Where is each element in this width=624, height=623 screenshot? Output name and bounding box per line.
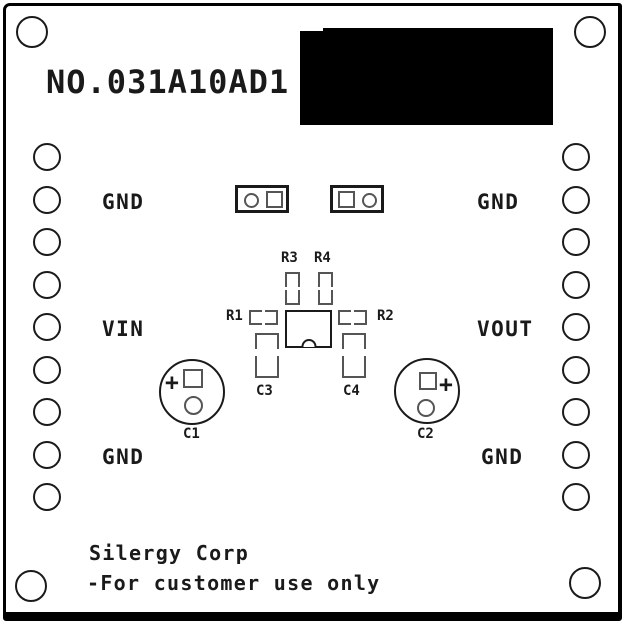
terminal-hole (562, 270, 590, 299)
jumper-round-pad (244, 193, 259, 208)
jumper-footprint-right (330, 185, 384, 213)
c1-outline: + (159, 359, 225, 425)
terminal-hole (562, 143, 590, 171)
footer-line-1: Silergy Corp (89, 541, 250, 565)
terminal-hole (562, 440, 590, 469)
footer-line-2: -For customer use only (87, 571, 381, 595)
r1-pad-left (249, 310, 262, 325)
r2-refdes: R2 (377, 308, 394, 324)
mounting-hole-top-left (16, 16, 48, 48)
c1-round-pad (184, 396, 203, 415)
black-block-notch (300, 28, 323, 31)
terminal-hole-column-right (562, 143, 590, 511)
gnd-label-left-bottom: GND (102, 445, 145, 469)
r4-refdes: R4 (314, 250, 331, 266)
board-number: NO.031A10AD1 (46, 63, 290, 101)
r4-pad-bottom (318, 290, 333, 305)
terminal-hole (33, 270, 61, 299)
c3-pad-top (255, 333, 279, 349)
terminal-hole (562, 313, 590, 341)
terminal-hole-column-left (33, 143, 61, 511)
terminal-hole (33, 143, 61, 171)
c1-refdes: C1 (183, 426, 200, 442)
r3-pad-bottom (285, 290, 300, 305)
terminal-hole (562, 228, 590, 256)
r3-pad-top (285, 272, 300, 287)
r1-refdes: R1 (226, 308, 243, 324)
terminal-hole (33, 483, 61, 511)
mounting-hole-top-right (574, 16, 606, 48)
black-component-block (300, 28, 553, 125)
c4-pad-top (342, 333, 366, 349)
jumper-round-pad (362, 193, 377, 208)
terminal-hole (33, 185, 61, 214)
r3-refdes: R3 (281, 250, 298, 266)
terminal-hole (33, 398, 61, 426)
ic-pin1-notch (301, 339, 316, 347)
gnd-label-right-bottom: GND (481, 445, 524, 469)
ic-outline (285, 310, 332, 348)
terminal-hole (33, 313, 61, 341)
terminal-hole (562, 355, 590, 384)
jumper-square-pad (266, 191, 283, 208)
c1-square-pad (183, 369, 203, 388)
r1-pad-right (265, 310, 278, 325)
terminal-hole (33, 355, 61, 384)
c2-square-pad (419, 372, 437, 390)
gnd-label-left-top: GND (102, 190, 145, 214)
c2-polarity-mark: + (439, 372, 453, 398)
vin-label: VIN (102, 317, 145, 341)
c2-outline: + (394, 358, 460, 424)
terminal-hole (562, 483, 590, 511)
r2-pad-right (354, 310, 367, 325)
c2-refdes: C2 (417, 426, 434, 442)
jumper-footprint-left (235, 185, 289, 213)
c3-refdes: C3 (256, 383, 273, 399)
c4-pad-bottom (342, 356, 366, 378)
terminal-hole (33, 228, 61, 256)
r4-pad-top (318, 272, 333, 287)
terminal-hole (562, 398, 590, 426)
c1-polarity-mark: + (165, 370, 179, 396)
vout-label: VOUT (477, 317, 534, 341)
gnd-label-right-top: GND (477, 190, 520, 214)
terminal-hole (562, 185, 590, 214)
terminal-hole (33, 440, 61, 469)
c2-round-pad (417, 399, 435, 417)
c4-refdes: C4 (343, 383, 360, 399)
mounting-hole-bottom-right (569, 567, 601, 599)
jumper-square-pad (338, 191, 355, 208)
mounting-hole-bottom-left (15, 570, 47, 602)
board-outline (3, 3, 622, 621)
r2-pad-left (338, 310, 351, 325)
c3-pad-bottom (255, 356, 279, 378)
